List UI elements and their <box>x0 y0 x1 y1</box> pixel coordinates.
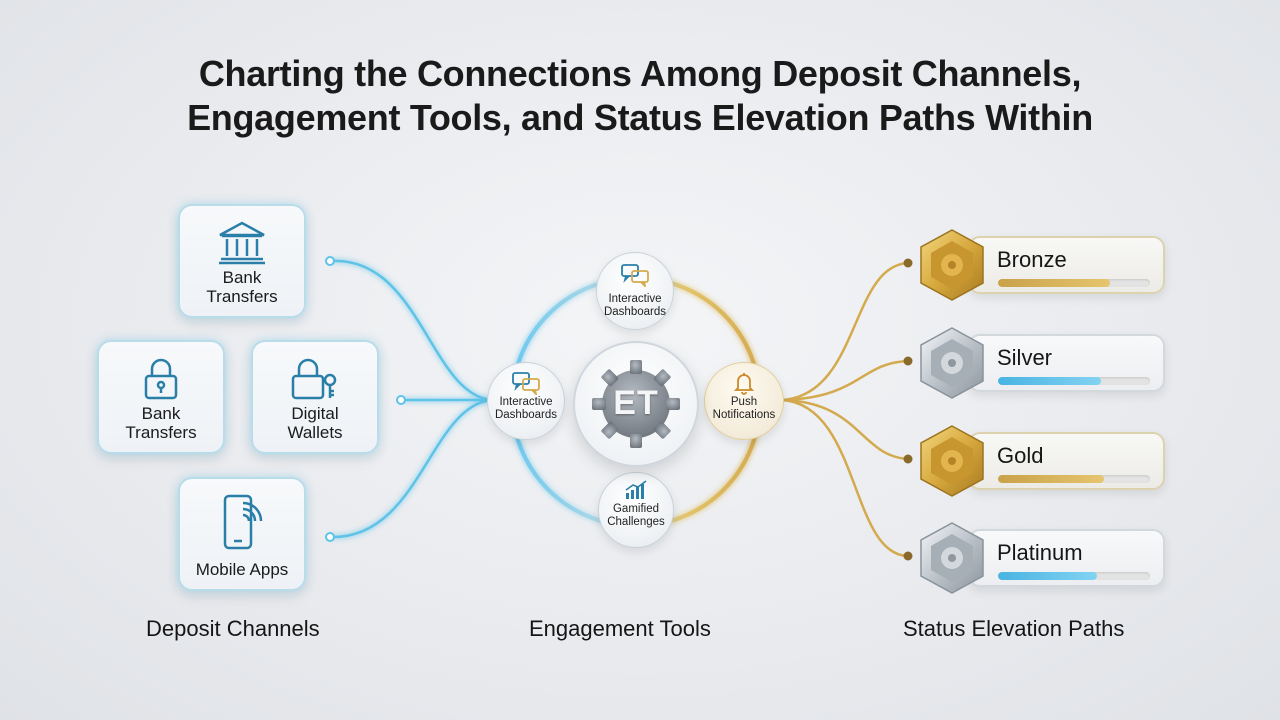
tier-name: Gold <box>997 443 1044 468</box>
card-bank-transfers-2[interactable]: Bank Transfers <box>97 340 225 454</box>
card-digital-wallets[interactable]: Digital Wallets <box>251 340 379 454</box>
title-line-2: Engagement Tools, and Status Elevation P… <box>187 97 1093 138</box>
tier-platinum[interactable]: Platinum <box>968 529 1165 587</box>
tier-name: Platinum <box>997 540 1083 565</box>
node-label: Interactive Dashboards <box>603 293 666 318</box>
node-interactive-dashboards-top[interactable]: Interactive Dashboards <box>596 252 674 330</box>
tier-progress-fill <box>998 475 1105 483</box>
tier-name: Bronze <box>997 247 1067 272</box>
mobile-phone-icon <box>223 494 263 550</box>
silver-hex-badge-icon <box>920 522 984 594</box>
node-label: Push Notifications <box>712 396 776 421</box>
card-label: Digital Wallets <box>287 404 343 442</box>
chat-bubbles-icon <box>621 264 649 287</box>
link-silver <box>781 359 909 402</box>
deposit-channels-label: Deposit Channels <box>146 616 320 641</box>
chat-bubbles-icon <box>512 372 540 395</box>
engagement-tools-label: Engagement Tools <box>529 616 711 641</box>
gold-hex-badge-icon <box>920 425 984 497</box>
link-platinum <box>781 398 909 558</box>
node-label: Gamified Challenges <box>607 503 665 528</box>
tier-progress-bar <box>998 279 1150 287</box>
gear-icon <box>592 360 680 448</box>
tier-silver[interactable]: Silver <box>968 334 1165 392</box>
silver-hex-badge-icon <box>920 327 984 399</box>
lock-icon <box>144 358 178 400</box>
link-bank-transfers-top <box>329 259 493 402</box>
bell-icon <box>733 373 755 395</box>
lock-key-icon <box>291 358 337 400</box>
card-label: Mobile Apps <box>195 560 289 579</box>
tier-name: Silver <box>997 345 1053 370</box>
title-line-1: Charting the Connections Among Deposit C… <box>198 53 1082 94</box>
tier-progress-bar <box>998 572 1150 580</box>
engagement-tools-hub[interactable]: ET <box>573 341 699 467</box>
tier-progress-fill <box>998 377 1102 385</box>
tier-progress-fill <box>998 279 1111 287</box>
tier-gold[interactable]: Gold <box>968 432 1165 490</box>
node-interactive-dashboards-left[interactable]: Interactive Dashboards <box>487 362 565 440</box>
bank-icon <box>219 221 265 265</box>
tier-progress-fill <box>998 572 1097 580</box>
bar-chart-icon <box>625 480 647 499</box>
link-bronze <box>781 261 909 402</box>
link-mobile-apps <box>329 398 493 539</box>
page-title: Charting the Connections Among Deposit C… <box>0 52 1280 140</box>
hub-label: ET <box>613 384 659 422</box>
card-bank-transfers-1[interactable]: Bank Transfers <box>178 204 306 318</box>
card-mobile-apps[interactable]: Mobile Apps <box>178 477 306 591</box>
status-elevation-paths-label: Status Elevation Paths <box>903 616 1125 641</box>
node-label: Interactive Dashboards <box>494 396 557 421</box>
card-label: Bank Transfers <box>125 404 197 442</box>
gold-hex-badge-icon <box>920 229 984 301</box>
tier-bronze[interactable]: Bronze <box>968 236 1165 294</box>
card-label: Bank Transfers <box>206 268 278 306</box>
node-gamified-challenges[interactable]: Gamified Challenges <box>598 472 674 548</box>
node-push-notifications[interactable]: Push Notifications <box>704 362 784 440</box>
tier-progress-bar <box>998 377 1150 385</box>
tier-progress-bar <box>998 475 1150 483</box>
link-gold <box>781 398 909 461</box>
